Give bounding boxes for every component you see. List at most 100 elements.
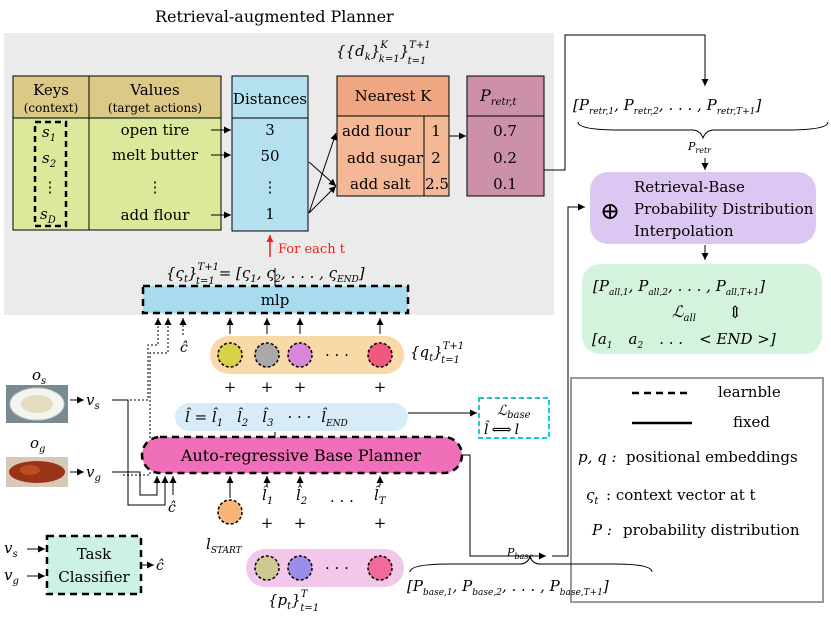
nearest-header: Nearest K	[355, 87, 432, 105]
key-value-table: Keys (context) Values (target actions) s…	[12, 75, 222, 231]
pretr-value-2: 0.2	[493, 149, 517, 167]
pretr-value-3: 0.1	[493, 175, 517, 193]
interpolation-box: ⊕ Retrieval-Base Probability Distributio…	[590, 172, 816, 244]
pall-box: [Pall,1, Pall,2, . . . , Pall,T+1] ℒall …	[582, 264, 822, 354]
figure-title: Retrieval-augmented Planner	[155, 7, 394, 26]
pretr-value-1: 0.7	[493, 122, 517, 140]
pbase-sequence: [Pbase,1, Pbase,2, . . . , Pbase,T+1]	[407, 577, 609, 598]
pretr-column: Pretr,t 0.7 0.2 0.1	[466, 75, 545, 197]
nearest-rank-2: 2	[431, 149, 441, 167]
svg-text:ℒall: ℒall	[672, 302, 696, 324]
chat-mlp: ĉ	[180, 340, 188, 356]
vg-label: vg	[86, 463, 101, 484]
task-classifier-line1: Task	[77, 545, 112, 563]
key-dots: ⋮	[43, 178, 58, 196]
nearest-rank-3: 2.5	[425, 175, 449, 193]
svg-text:[Pall,1, Pall,2, . . . , Pall,: [Pall,1, Pall,2, . . . , Pall,T+1]	[593, 277, 765, 298]
legend-fixed: fixed	[733, 413, 770, 431]
distance-d: 1	[265, 205, 275, 223]
task-classifier-box	[45, 534, 143, 596]
svg-text:p, q :: p, q :	[578, 448, 617, 466]
nearest-k-table: Nearest K add flour 1 add sugar 2 add sa…	[336, 75, 450, 197]
key-1: s1	[42, 123, 56, 144]
loss-base-box	[478, 397, 550, 439]
svg-text:+: +	[261, 378, 274, 396]
value-1: open tire	[121, 121, 190, 139]
svg-text:+: +	[261, 514, 274, 532]
embedding-circle	[254, 555, 280, 581]
value-dots: ⋮	[148, 178, 163, 196]
l-start-circle	[217, 499, 243, 525]
pretr-header: Pretr,t	[479, 86, 517, 108]
pbase-brace	[409, 555, 653, 573]
embedding-circle	[287, 342, 313, 368]
loss-equivalence: l̂⟺l	[484, 420, 519, 438]
tc-output: ĉ	[156, 558, 164, 574]
svg-text:+: +	[224, 378, 237, 396]
keys-learnable-box	[33, 120, 68, 228]
chat-base: ĉ	[168, 500, 176, 516]
pretr-brace	[577, 121, 829, 140]
loss-base: ℒbase	[497, 403, 531, 421]
os-label: os	[32, 366, 46, 387]
key-d: sD	[40, 205, 56, 226]
svg-text:P :: P :	[591, 521, 612, 539]
mlp-label: mlp	[261, 291, 290, 309]
p-circles: · · ·	[254, 555, 393, 581]
svg-text:Retrieval-Base: Retrieval-Base	[634, 178, 745, 196]
svg-text:+: +	[374, 378, 387, 396]
pretr-label: Pretr	[687, 140, 712, 155]
svg-text:+: +	[374, 514, 387, 532]
p-band	[246, 549, 404, 587]
svg-text:⇕: ⇕	[728, 303, 742, 323]
oplus-icon: ⊕	[600, 197, 620, 225]
embedding-dots: · · ·	[325, 346, 349, 364]
tc-vg: vg	[4, 566, 19, 587]
observation-goal-image	[6, 457, 68, 487]
base-planner-label: Auto-regressive Base Planner	[180, 446, 422, 465]
tc-vs: vs	[4, 539, 18, 560]
svg-text:ςt: ςt	[586, 486, 599, 507]
svg-text:+: +	[294, 514, 307, 532]
distances-column: Distances 3 50 ⋮ 1	[231, 75, 309, 232]
svg-text:+: +	[294, 378, 307, 396]
svg-text:probability distribution: probability distribution	[623, 521, 800, 539]
svg-text:Interpolation: Interpolation	[634, 222, 734, 240]
legend: learnble fixed p, q : positional embeddi…	[570, 377, 824, 603]
keys-header: Keys	[33, 81, 69, 99]
embedding-circle	[217, 342, 243, 368]
svg-text:l̂2: l̂2	[296, 486, 307, 507]
og-label: og	[30, 434, 45, 455]
distance-dots: ⋮	[263, 178, 278, 196]
distance-1: 3	[265, 121, 275, 139]
task-classifier-line2: Classifier	[58, 568, 130, 586]
l-start-label: lSTART	[206, 535, 243, 556]
value-2: melt butter	[112, 146, 199, 164]
svg-text:Probability Distribution: Probability Distribution	[634, 200, 814, 218]
values-header: Values	[129, 81, 179, 99]
svg-text:{{dk}Kk=1}T+1t=1: {{dk}Kk=1}T+1t=1	[336, 40, 431, 67]
embedding-circle	[287, 555, 313, 581]
observation-start-image	[6, 385, 68, 423]
svg-text:l̂T: l̂T	[374, 486, 387, 507]
q-circles: · · ·	[217, 342, 393, 368]
pbase-label: Pbase	[506, 546, 533, 561]
svg-text:· · ·: · · ·	[330, 492, 354, 510]
embedding-dots: · · ·	[325, 559, 349, 577]
value-d: add flour	[121, 206, 191, 224]
nearest-action-3: add salt	[350, 175, 410, 193]
embedding-circle	[367, 555, 393, 581]
mlp-box	[141, 284, 410, 315]
legend-learnable: learnble	[718, 383, 781, 401]
pretr-sequence: [Pretr,1, Pretr,2, . . . , Pretr,T+1]	[573, 96, 761, 117]
embedding-circle	[254, 342, 280, 368]
nearest-action-2: add sugar	[347, 149, 424, 167]
lhat-band	[175, 403, 408, 431]
